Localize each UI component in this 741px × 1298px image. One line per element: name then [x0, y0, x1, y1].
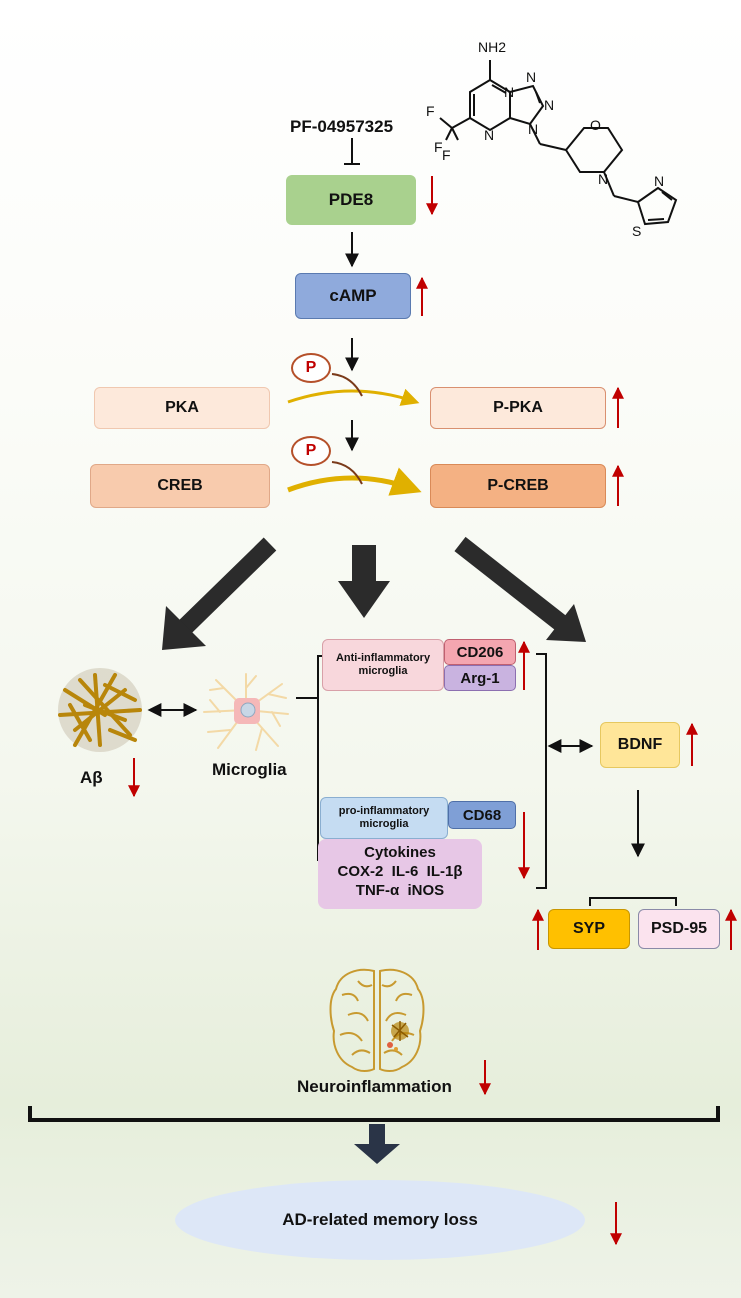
bdnf-node: BDNF: [600, 722, 680, 768]
p-creb-node: P-CREB: [430, 464, 606, 508]
p-pka-node: P-PKA: [430, 387, 606, 429]
bracket-markers: [536, 653, 547, 889]
abeta-label: Aβ: [80, 768, 103, 787]
bottom-arrow: [354, 1124, 400, 1164]
camp-node: cAMP: [295, 273, 411, 319]
pde8-node: PDE8: [286, 175, 416, 225]
atom-f1: F: [426, 103, 435, 119]
phospho-link-creb: [331, 461, 363, 485]
neuroinflammation-label: Neuroinflammation: [297, 1077, 452, 1096]
syp-node: SYP: [548, 909, 630, 949]
pro-inflammatory-microglia: pro-inflammatory microglia: [320, 797, 448, 839]
big-arrow-left: [162, 537, 277, 650]
atom-f2: F: [434, 139, 443, 155]
atom-o: O: [590, 117, 601, 133]
creb-node: CREB: [90, 464, 270, 508]
microglia-cell: [203, 673, 289, 751]
connector-syp-psd: [589, 897, 677, 906]
phospho-curve-pka: [287, 388, 420, 406]
phosphate-circle-1: P: [291, 353, 331, 383]
arg1-marker: Arg-1: [444, 665, 516, 691]
atom-n3: N: [654, 173, 664, 189]
atom-f3: F: [442, 147, 451, 163]
cytokines-title: Cytokines: [364, 844, 436, 861]
phospho-link-pka: [331, 373, 363, 397]
drug-name: PF-04957325: [290, 117, 394, 136]
big-arrow-right: [454, 536, 586, 642]
atom-n6: N: [544, 97, 554, 113]
pka-node: PKA: [94, 387, 270, 429]
atom-n7: N: [528, 121, 538, 137]
atom-n1: N: [504, 84, 514, 100]
big-arrow-center: [338, 545, 390, 618]
bottom-bracket: [28, 1106, 720, 1122]
atom-n8: N: [598, 171, 608, 187]
cd206-marker: CD206: [444, 639, 516, 665]
cytokines-box: Cytokines COX-2 IL-6 IL-1β TNF-α iNOS: [318, 839, 482, 909]
nh2-label: NH2: [478, 39, 506, 55]
phosphate-circle-2: P: [291, 436, 331, 466]
atom-n2: N: [484, 127, 494, 143]
abeta-fibrils: [58, 668, 142, 752]
outcome-ellipse: AD-related memory loss: [175, 1180, 585, 1260]
cytokines-line3: TNF-α iNOS: [355, 882, 445, 899]
microglia-label: Microglia: [212, 760, 287, 779]
anti-inflammatory-microglia: Anti-inflammatory microglia: [322, 639, 444, 691]
psd95-node: PSD-95: [638, 909, 720, 949]
atom-s: S: [632, 223, 641, 239]
phospho-curve-creb: [287, 467, 422, 496]
atom-n5: N: [526, 69, 536, 85]
cd68-marker: CD68: [448, 801, 516, 829]
brain-illustration: [329, 968, 425, 1072]
cytokines-line2: COX-2 IL-6 IL-1β: [337, 863, 463, 880]
